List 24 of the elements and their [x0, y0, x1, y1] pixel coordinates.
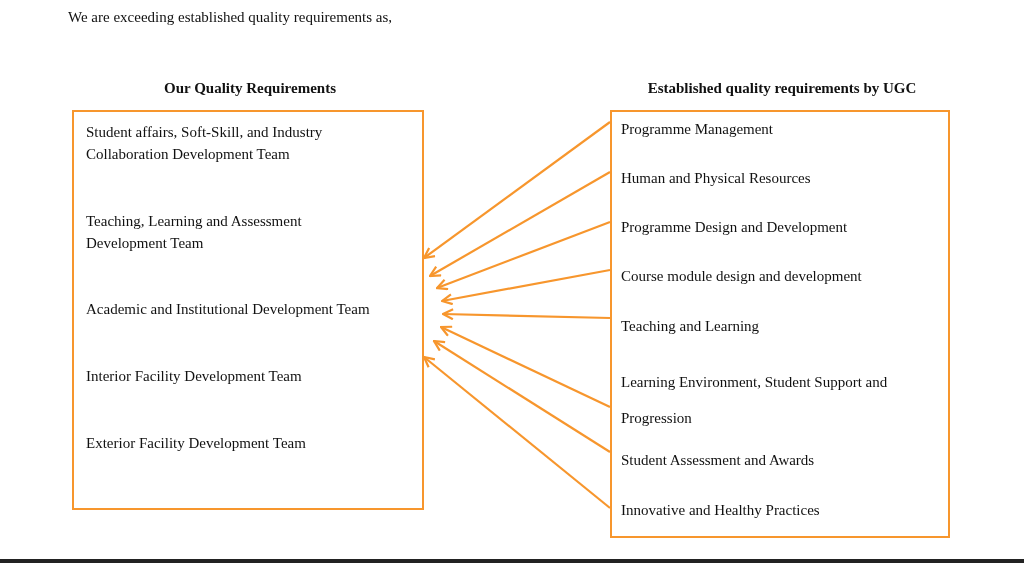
requirement-name: Innovative and Healthy Practices — [621, 501, 821, 520]
requirement-name: Teaching and Learning — [621, 317, 761, 336]
requirement-name: Human and Physical Resources — [621, 169, 812, 188]
arrow — [439, 325, 611, 408]
column-heading: Our Quality Requirements — [163, 79, 337, 98]
requirement-name: Student Assessment and Awards — [621, 451, 816, 470]
arrow — [435, 220, 611, 291]
team-name: Interior Facility Development Team — [86, 367, 303, 386]
team-name: Exterior Facility Development Team — [86, 434, 307, 453]
arrow — [440, 268, 611, 306]
intro-sentence: We are exceeding established quality requirements as, — [68, 9, 393, 26]
arrow — [441, 308, 611, 321]
requirement-name: Course module design and development — [621, 267, 863, 286]
requirement-name: Programme Design and Development — [621, 218, 849, 237]
arrow — [428, 171, 611, 278]
requirement-name: Learning Environment, Student Support and Progression — [621, 373, 889, 428]
requirement-name: Programme Management — [621, 120, 775, 139]
arrow — [422, 121, 611, 260]
team-name: Academic and Institutional Development Team — [86, 300, 371, 319]
arrow — [422, 355, 611, 509]
arrow — [432, 339, 611, 453]
team-name: Teaching, Learning and Assessment Development Team — [86, 212, 303, 253]
team-name: Student affairs, Soft-Skill, and Industry Collaboration Development Team — [86, 123, 324, 164]
column-heading: Established quality requirements by UGC — [646, 79, 918, 98]
